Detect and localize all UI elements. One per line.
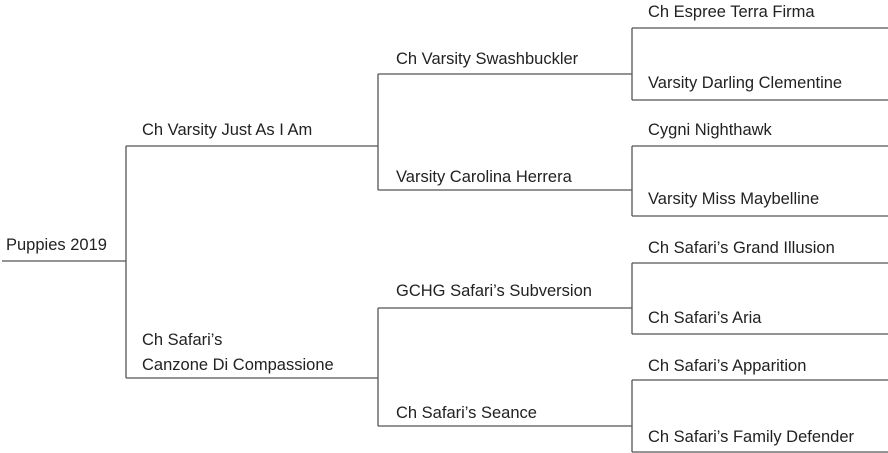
dam-dam-label: Ch Safari’s Seance — [396, 404, 537, 422]
dss-label: Ch Safari’s Grand Illusion — [648, 239, 835, 257]
dam-label-line2: Canzone Di Compassione — [142, 356, 334, 374]
sdd-label: Varsity Miss Maybelline — [648, 190, 819, 208]
ddd-label: Ch Safari’s Family Defender — [648, 428, 855, 446]
dam-sire-label: GCHG Safari’s Subversion — [396, 282, 592, 300]
dsd-label: Ch Safari’s Aria — [648, 309, 762, 327]
sire-label: Ch Varsity Just As I Am — [142, 121, 312, 139]
dam-label-line1: Ch Safari’s — [142, 331, 222, 349]
sire-dam-label: Varsity Carolina Herrera — [396, 168, 573, 186]
sds-label: Cygni Nighthawk — [648, 121, 773, 139]
dds-label: Ch Safari’s Apparition — [648, 357, 806, 375]
subject-label: Puppies 2019 — [6, 236, 107, 254]
ssd-label: Varsity Darling Clementine — [648, 74, 842, 92]
sss-label: Ch Espree Terra Firma — [648, 3, 815, 21]
sire-sire-label: Ch Varsity Swashbuckler — [396, 50, 579, 68]
